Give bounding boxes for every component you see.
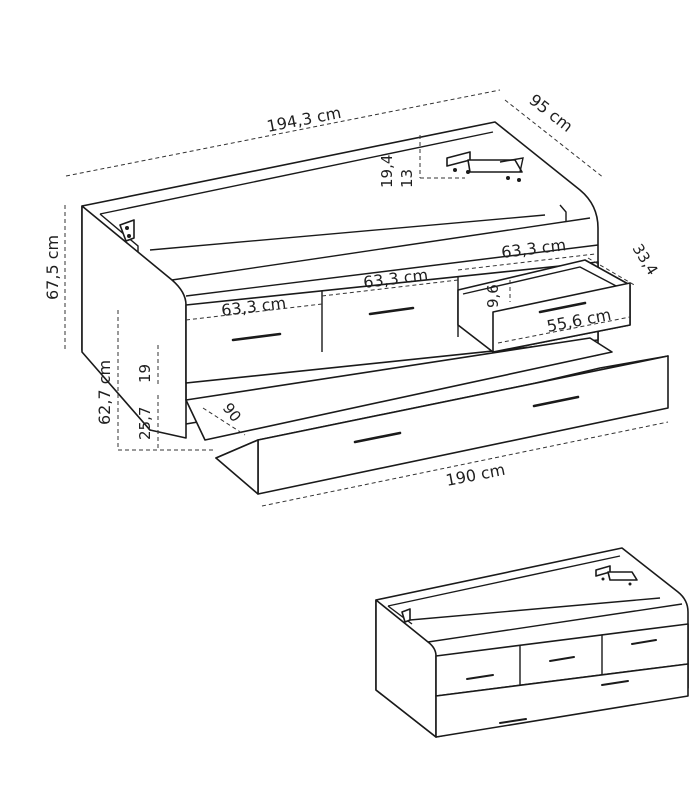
- preview-inner-edge: [387, 555, 621, 607]
- inner-back-edge: [99, 131, 494, 215]
- label-bracket-offset: 13: [398, 169, 416, 188]
- label-total-width: 194,3 cm: [265, 103, 343, 136]
- label-open-drawer-depth: 33,4: [629, 241, 662, 279]
- label-drawer-row-height: 19: [136, 364, 154, 383]
- preview-bed-drawing: [375, 547, 689, 738]
- preview-bracket-right: [595, 565, 638, 586]
- trundle-handle-left: [353, 431, 402, 444]
- slat-line: [149, 214, 546, 251]
- preview-slat-line: [409, 597, 661, 621]
- drawer-handle-left: [231, 332, 282, 342]
- trundle-side: [215, 439, 259, 495]
- label-trundle-height: 25,7: [136, 407, 154, 440]
- open-drawer-inner: [462, 266, 621, 295]
- open-drawer-front: [492, 282, 631, 353]
- drawer-handle-middle: [368, 306, 415, 316]
- preview-front-rail: [427, 603, 683, 643]
- lower-shelf: [185, 337, 613, 441]
- corner-bracket-right: [446, 151, 524, 182]
- preview-handle-4: [499, 718, 527, 724]
- preview-handle-5: [601, 680, 629, 686]
- corner-bracket-left: [119, 219, 135, 242]
- main-bed-drawing: [81, 121, 669, 495]
- trundle-handle-right: [532, 395, 580, 408]
- front-rail-lower: [185, 244, 599, 297]
- label-open-drawer-height: 9,6: [484, 284, 502, 308]
- label-trundle-width: 190 cm: [444, 460, 507, 490]
- label-depth: 95 cm: [526, 90, 577, 136]
- right-back-post: [559, 204, 567, 222]
- drawer-handle-right: [538, 301, 587, 314]
- label-bracket-height: 19,4: [378, 155, 396, 188]
- label-lower-height: 62,7 cm: [95, 360, 114, 425]
- preview-handle-2: [549, 656, 575, 662]
- left-side-panel: [81, 205, 187, 439]
- front-rail: [171, 217, 591, 281]
- dimension-lines: [64, 89, 669, 507]
- label-total-height: 67,5 cm: [43, 235, 62, 300]
- preview-handle-1: [466, 674, 494, 680]
- preview-bracket-left: [401, 608, 411, 623]
- preview-handle-3: [631, 639, 657, 645]
